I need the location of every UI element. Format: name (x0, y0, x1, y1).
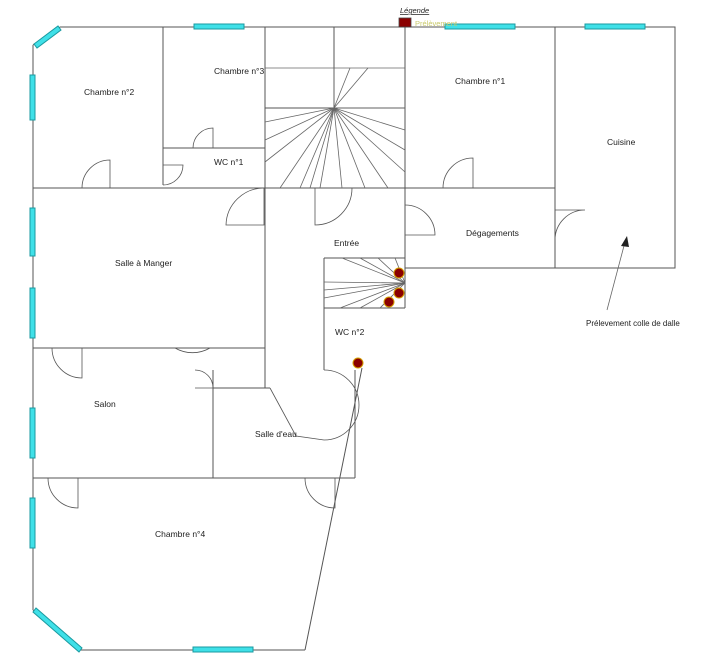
sample-marker (352, 357, 364, 369)
room-label-chambre3: Chambre n°3 (214, 66, 264, 76)
legend-item: Prélèvement (415, 19, 458, 28)
main-staircase (264, 67, 406, 189)
annotation-arrow (606, 236, 629, 311)
sample-marker (393, 267, 405, 279)
room-label-chambre4: Chambre n°4 (155, 529, 205, 539)
room-label-wc1: WC n°1 (214, 157, 244, 167)
room-label-degagements: Dégagements (466, 228, 519, 238)
legend-title: Légende (400, 6, 429, 15)
room-label-chambre1: Chambre n°1 (455, 76, 505, 86)
legend-marker (398, 17, 412, 28)
room-label-chambre2: Chambre n°2 (84, 87, 134, 97)
doors (47, 127, 586, 509)
room-label-salle-manger: Salle à Manger (115, 258, 172, 268)
room-label-entree: Entrée (334, 238, 359, 248)
sample-marker (393, 287, 405, 299)
legend: Légende Prélèvement (398, 6, 458, 28)
room-label-cuisine: Cuisine (607, 137, 636, 147)
room-labels: Chambre n°2 Chambre n°3 Chambre n°1 Cuis… (84, 66, 680, 539)
room-label-salle-eau: Salle d'eau (255, 429, 297, 439)
windows (29, 23, 646, 653)
annotation-label: Prélevement colle de dalle (586, 319, 680, 328)
room-label-wc2: WC n°2 (335, 327, 365, 337)
outer-walls (32, 26, 676, 651)
sample-markers (352, 267, 405, 369)
interior-walls (33, 27, 556, 479)
room-label-salon: Salon (94, 399, 116, 409)
sample-marker (383, 296, 395, 308)
